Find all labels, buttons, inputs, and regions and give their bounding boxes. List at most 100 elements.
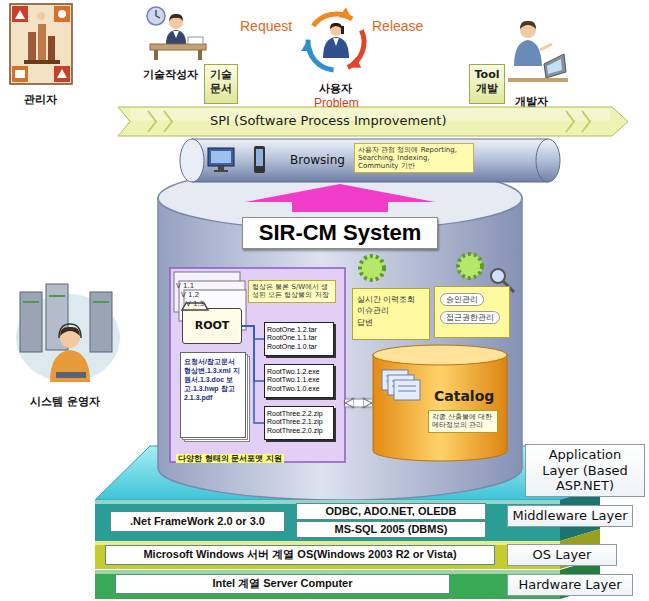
writer-figure-part: [147, 7, 165, 25]
label-holder: 기술작성자: [143, 63, 198, 82]
writer-figure-part: [155, 10, 156, 16]
system-cylinder-shape: [158, 166, 522, 500]
version-tab: V 1.2: [181, 291, 199, 299]
label-holder: 시스템 운영자: [30, 390, 100, 409]
process-band: SPI (Software Process Improvement): [118, 107, 628, 136]
label-holder: 사용자: [319, 77, 352, 96]
root-folder: ROOT: [182, 308, 242, 344]
writer-figure-part: [173, 31, 179, 38]
admin-icon-part: [28, 32, 36, 60]
tag-box-text: 기술 문서: [207, 68, 235, 97]
admin-icon-part: [15, 10, 25, 19]
layer-band: Hardware Layer Intel 계열 Server Computer: [95, 570, 646, 599]
cycle-label: Problem: [314, 96, 359, 110]
root-folder-text: ROOT: [183, 319, 241, 332]
label-holder: V 1.1: [176, 273, 194, 292]
note-card: 실시간 이력조회이슈관리답변: [352, 288, 430, 340]
admin-icon-part: [58, 10, 66, 18]
admin-icon-part: [37, 12, 45, 20]
writer-figure-part: [150, 44, 206, 50]
admin-icon-part: [38, 24, 46, 60]
writer-figure-part: [156, 16, 160, 18]
component-box: MS-SQL 2005 (DBMS): [296, 521, 486, 538]
component-box: Intel 계열 Server Computer: [115, 574, 450, 594]
archive-box-text: RootOne.1.2.tar RootOne.1.1.tar RootOne.…: [267, 326, 331, 351]
archive-box: RootThree.2.2.zip RootThree.2.1.zip Root…: [264, 406, 334, 440]
operator-figure-part: [56, 372, 86, 378]
operator-figure-part: [93, 301, 109, 303]
user-figure-part: [333, 38, 339, 46]
admin-icon-part: [54, 6, 70, 22]
magnifier-icon-part: [491, 269, 505, 283]
developer-figure-part: [514, 40, 542, 66]
role-label: 사용자: [319, 82, 352, 95]
operator-figure-part: [59, 324, 81, 338]
admin-icon-part: [12, 66, 28, 82]
document-stack-text: 요청서/참고문서 형상변.1.3.xml 지원서.1.3.doc 보고.1.3.…: [184, 357, 242, 402]
browsing-pipe-text: Browsing: [290, 153, 345, 167]
repository-panel-text: 형상은 물론 S/W에서 생성된 모든 형상물의 저장: [248, 280, 336, 303]
user-figure-part: [341, 26, 344, 34]
flow-arrow: [292, 184, 388, 212]
component-box: Microsoft Windows 서버 계열 OS(Windows 2003 …: [105, 545, 495, 565]
tag-box: Tool 개발: [469, 64, 505, 104]
version-tab: V 1.1: [176, 282, 194, 290]
component-box-text: Intel 계열 Server Computer: [116, 577, 449, 590]
repository-panel-shape: [170, 268, 345, 462]
document-stack: 요청서/참고문서 형상변.1.3.xml 지원서.1.3.doc 보고.1.3.…: [180, 352, 246, 438]
note-label: 다양한 형태의 문서포맷 지원: [176, 454, 284, 463]
catalog-cylinder-text: 각종 산출물에 대한 메타정보의 관리: [428, 410, 498, 433]
catalog-cylinder: Catalog 각종 산출물에 대한 메타정보의 관리: [372, 344, 508, 462]
layer-band: Middleware Layer .Net FrameWork 2.0 or 3.…: [95, 500, 646, 541]
component-box-text: .Net FrameWork 2.0 or 3.0: [111, 515, 284, 528]
operator-figure-part: [49, 295, 65, 297]
starburst-part: [360, 256, 384, 280]
label-holder: Request: [240, 16, 292, 35]
admin-icon-part: [10, 4, 72, 84]
label-holder: 관리자: [24, 88, 57, 107]
component-box: .Net FrameWork 2.0 or 3.0: [110, 511, 285, 532]
cycle-label: Request: [240, 18, 292, 34]
operator-figure-part: [60, 327, 80, 336]
layer-band-text: Hardware Layer: [507, 574, 633, 596]
developer-figure-part: [508, 78, 568, 82]
layer-band-text: OS Layer: [507, 544, 617, 566]
user-figure: [323, 23, 349, 58]
note-card-text: 승인관리: [440, 293, 484, 306]
starburst: [360, 254, 482, 280]
writer-figure-part: [188, 37, 203, 44]
developer-figure-part: [520, 21, 536, 29]
request-release-cycle-part: [348, 30, 364, 67]
admin-icon-part: [24, 60, 60, 64]
operator-figure: [16, 284, 120, 382]
catalog-cylinder-text: Catalog: [434, 388, 494, 405]
request-release-cycle: [308, 14, 364, 70]
layer-band-text: Application Layer (Based ASP.NET): [525, 444, 645, 497]
component-box-text: ODBC, ADO.NET, OLEDB: [297, 505, 485, 518]
note-card: 승인관리접근권한관리: [434, 286, 510, 338]
writer-figure-part: [198, 50, 202, 60]
layer-band: Application Layer (Based ASP.NET): [95, 440, 646, 498]
note-card-text: 접근권한관리: [440, 311, 500, 324]
note-card-text: 이슈관리: [357, 305, 425, 316]
repository-panel-shape-part: [170, 268, 345, 462]
tag-box-text: Tool 개발: [472, 68, 502, 97]
layer-band-text: Middleware Layer: [507, 505, 633, 527]
admin-icon-part: [12, 6, 28, 22]
exchange-arrow: [345, 400, 372, 407]
role-label: 관리자: [24, 93, 57, 106]
writer-figure: [147, 7, 206, 60]
browsing-pipe: Browsing사용자 관점 정의에 Reporting, Searching,…: [172, 137, 562, 184]
cycle-label: Release: [372, 18, 423, 34]
archive-box: RootOne.1.2.tar RootOne.1.1.tar RootOne.…: [264, 322, 334, 356]
developer-figure: [508, 21, 568, 82]
role-label: 개발자: [515, 95, 548, 108]
archive-box: RootTwo.1.2.exe RootTwo.1.1.exe RootTwo.…: [264, 364, 334, 398]
operator-figure-part: [50, 350, 90, 382]
version-tab: V 1.3: [186, 300, 204, 308]
component-box-text: Microsoft Windows 서버 계열 OS(Windows 2003 …: [106, 548, 494, 561]
writer-figure-part: [166, 30, 186, 44]
label-holder: 개발자: [515, 90, 548, 109]
system-cylinder-shape-part: [158, 198, 522, 500]
tag-box: 기술 문서: [204, 64, 238, 104]
